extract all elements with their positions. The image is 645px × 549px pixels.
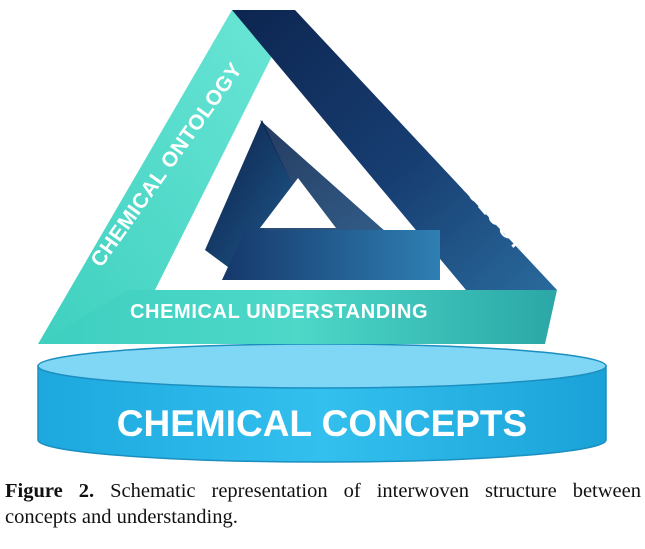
label-chemical-concepts: CHEMICAL CONCEPTS bbox=[117, 403, 527, 444]
label-chemical-understanding: CHEMICAL UNDERSTANDING bbox=[130, 301, 428, 323]
diagram: CHEMICAL ONTOLOGY CHEMICAL EPISTEMOLOGY … bbox=[37, 10, 607, 463]
figure-caption: Figure 2. Schematic representation of in… bbox=[5, 478, 641, 530]
caption-text: Schematic representation of interwoven s… bbox=[5, 480, 641, 528]
caption-label: Figure 2. bbox=[5, 480, 95, 502]
impossible-triangle bbox=[38, 10, 557, 344]
